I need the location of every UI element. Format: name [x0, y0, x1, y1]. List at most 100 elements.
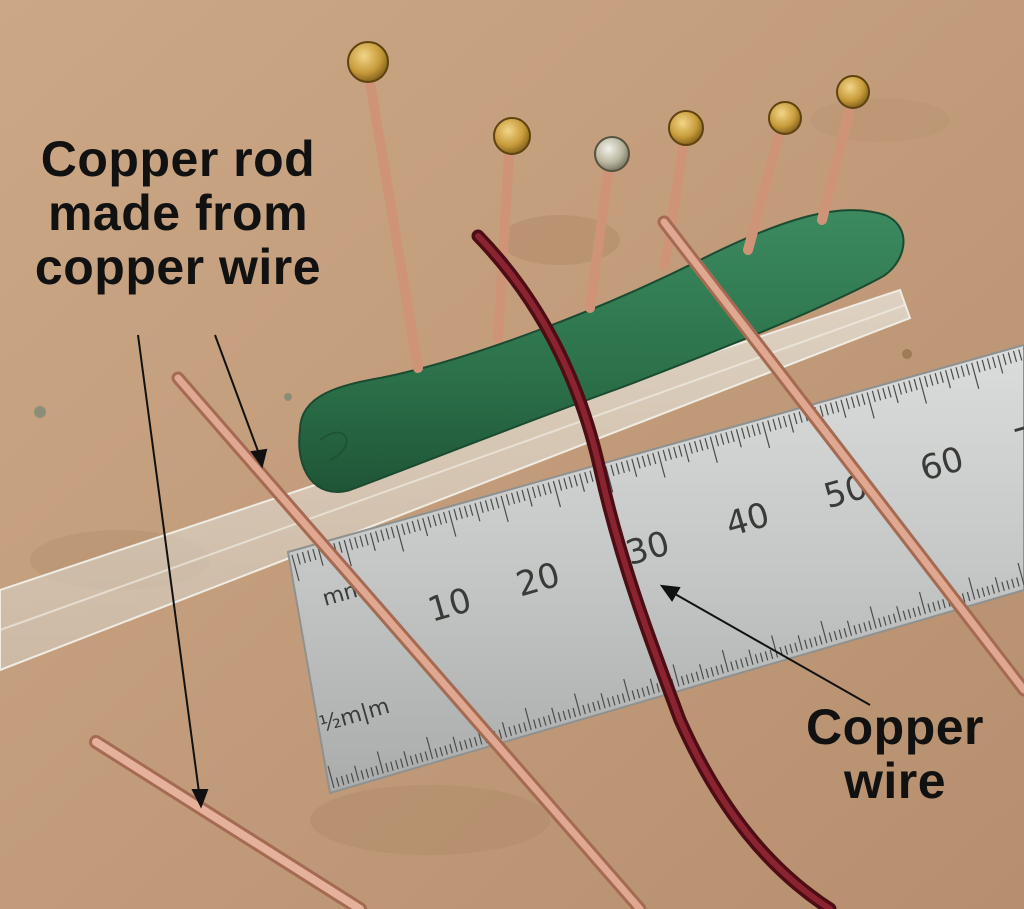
ruler-tick — [986, 585, 991, 596]
ruler-tick — [798, 411, 803, 423]
copper-wire-caption: Copper wire — [770, 700, 1020, 808]
ruler-tick — [720, 433, 725, 445]
ruler-tick — [390, 526, 395, 539]
ruler-tick — [508, 726, 513, 736]
pin-head — [493, 117, 531, 155]
ruler-tick — [652, 452, 657, 465]
ruler-tick — [426, 736, 434, 760]
ruler-tick — [754, 654, 759, 664]
ruler-tick — [721, 649, 729, 673]
ruler-tick — [484, 500, 490, 512]
arrow-to-top-rod — [214, 334, 263, 463]
ruler-tick — [610, 464, 615, 476]
ruler-tick — [843, 628, 848, 638]
ruler-tick — [547, 715, 552, 725]
ruler-tick — [759, 652, 764, 663]
ruler-tick — [699, 664, 705, 680]
ruler-tick — [385, 528, 390, 540]
ruler-tick — [620, 461, 625, 474]
ruler-tick — [338, 541, 343, 553]
ruler-tick — [838, 629, 843, 639]
pin-head — [836, 75, 870, 109]
ruler-tick — [866, 392, 875, 419]
ruler-tick — [636, 688, 641, 699]
ruler-tick — [912, 607, 917, 618]
ruler-tick — [474, 503, 481, 522]
ruler-tick — [695, 671, 700, 681]
ruler-tick — [735, 659, 739, 670]
ruler-tick — [966, 591, 971, 602]
ruler-tick — [1018, 349, 1023, 361]
ruler-tick — [469, 504, 474, 516]
ruler-tick — [704, 438, 709, 450]
ruler-tick — [364, 534, 369, 546]
ruler-tick — [641, 687, 646, 697]
ruler-tick — [369, 532, 376, 551]
ruler-tick — [756, 423, 761, 435]
ruler-tick — [992, 356, 997, 369]
ruler-tick — [690, 672, 695, 683]
ruler-tick — [437, 513, 442, 525]
ruler-tick — [887, 614, 892, 625]
ruler-tick — [793, 412, 798, 425]
ruler-tick — [850, 396, 856, 408]
ruler-tick — [395, 759, 399, 770]
ruler-tick — [746, 426, 751, 438]
ruler-tick — [981, 587, 986, 597]
ruler-tick — [748, 649, 754, 665]
ruler-tick — [740, 658, 744, 668]
ruler-tick — [424, 751, 429, 761]
ruler-tick — [767, 420, 772, 432]
ruler-tick — [403, 751, 409, 767]
ruler-tick — [981, 359, 986, 371]
ruler-tick — [365, 768, 370, 779]
ruler-tick — [845, 398, 850, 410]
arrow-to-bottom-rod — [137, 334, 201, 801]
ruler-tick — [573, 693, 582, 716]
ruler-tick — [714, 435, 720, 447]
ruler-tick — [907, 609, 912, 619]
ruler-tick — [937, 600, 941, 610]
ruler-tick — [350, 773, 355, 783]
ruler-tick — [683, 443, 690, 463]
ruler-tick — [427, 516, 432, 528]
ruler-tick — [1006, 580, 1010, 590]
ruler-tick — [902, 610, 907, 620]
ruler-tick — [641, 455, 646, 468]
ruler-tick — [449, 744, 453, 754]
ruler-tick — [950, 368, 955, 380]
ruler-tick — [573, 475, 578, 487]
ruler-tick — [600, 693, 606, 709]
ruler-tick — [828, 632, 833, 642]
ruler-tick — [631, 458, 638, 478]
ruler-tick — [578, 473, 586, 492]
ruler-tick — [835, 401, 840, 413]
ruler-tick — [833, 630, 838, 641]
ruler-tick — [961, 593, 966, 603]
ruler-tick — [567, 709, 572, 719]
ruler-tick — [820, 620, 828, 644]
ruler-tick — [955, 367, 960, 379]
ruler-tick — [557, 712, 562, 722]
ruler-tick — [657, 451, 666, 478]
ruler-tick — [345, 774, 350, 784]
ruler-tick — [788, 414, 795, 433]
ruler-tick — [744, 657, 749, 667]
ruler-ticks-top — [291, 348, 1024, 582]
ruler-tick — [558, 479, 563, 491]
ruler-tick — [416, 519, 422, 531]
ruler-tick — [479, 501, 484, 513]
brass-ball-pins — [347, 41, 870, 373]
ruler-tick — [918, 377, 928, 404]
caption-line: made from — [47, 185, 309, 241]
ruler-tick — [678, 445, 683, 457]
ruler-tick — [589, 470, 594, 482]
ruler-tick — [903, 381, 908, 394]
ruler-tick — [422, 517, 429, 537]
ruler-tick — [944, 370, 952, 389]
ruler-tick — [605, 466, 614, 493]
ruler-tick — [813, 636, 818, 647]
ruler-tick — [409, 755, 414, 765]
ruler-tick — [877, 389, 882, 401]
ruler-tick — [918, 591, 927, 615]
